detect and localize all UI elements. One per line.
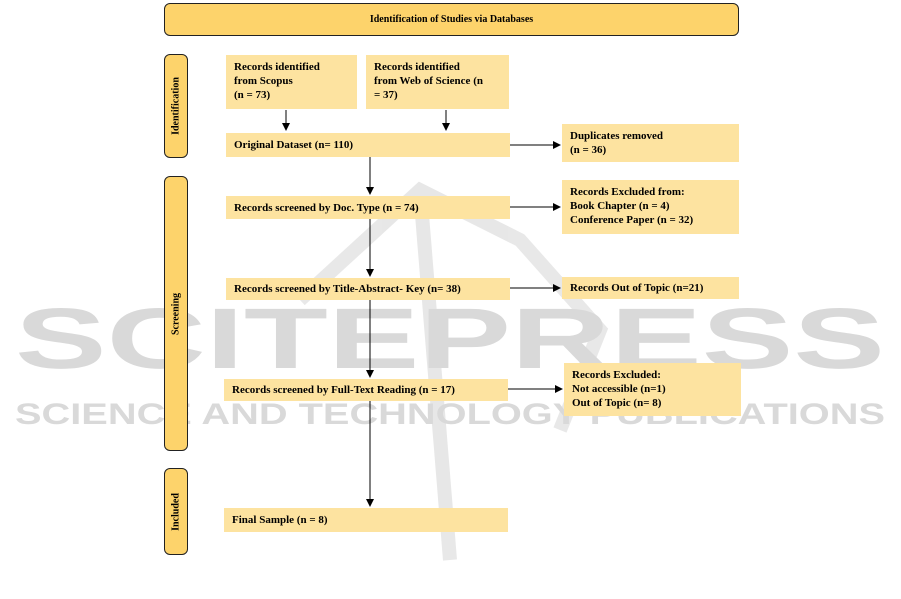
title-abstract-label: Records screened by Title-Abstract- Key … xyxy=(234,283,461,295)
box-excluded-full-text: Records Excluded: Not accessible (n=1) O… xyxy=(564,363,741,416)
phase-included: Included xyxy=(164,468,188,555)
final-sample-label: Final Sample (n = 8) xyxy=(232,514,328,526)
original-dataset-label: Original Dataset (n= 110) xyxy=(234,139,354,151)
phase-identification: Identification xyxy=(164,54,188,158)
doc-type-label: Records screened by Doc. Type (n = 74) xyxy=(234,201,419,214)
watermark-tagline: SCIENCE AND TECHNOLOGY PUBLICATIONS xyxy=(15,398,885,431)
box-original-dataset: Original Dataset (n= 110) xyxy=(226,133,510,157)
box-scopus: Records identified from Scopus (n = 73) xyxy=(226,55,357,109)
phase-included-label: Included xyxy=(170,492,182,531)
header-title: Identification of Studies via Databases xyxy=(369,14,534,25)
box-doc-type: Records screened by Doc. Type (n = 74) xyxy=(226,196,510,219)
watermark-brand: SCITEPRESS xyxy=(15,291,885,387)
out-of-topic-label: Records Out of Topic (n=21) xyxy=(570,282,704,294)
box-duplicates-removed: Duplicates removed (n = 36) xyxy=(562,124,739,162)
box-final-sample: Final Sample (n = 8) xyxy=(224,508,508,532)
phase-identification-label: Identification xyxy=(170,77,182,135)
box-excluded-doc-type: Records Excluded from: Book Chapter (n =… xyxy=(562,180,739,234)
box-web-of-science: Records identified from Web of Science (… xyxy=(366,55,509,109)
full-text-label: Records screened by Full-Text Reading (n… xyxy=(232,384,455,396)
phase-screening: Screening xyxy=(164,176,188,451)
box-out-of-topic: Records Out of Topic (n=21) xyxy=(562,277,739,299)
diagram-header: Identification of Studies via Databases xyxy=(164,3,739,36)
box-full-text: Records screened by Full-Text Reading (n… xyxy=(224,379,508,401)
phase-screening-label: Screening xyxy=(170,292,182,335)
box-title-abstract: Records screened by Title-Abstract- Key … xyxy=(226,278,510,300)
